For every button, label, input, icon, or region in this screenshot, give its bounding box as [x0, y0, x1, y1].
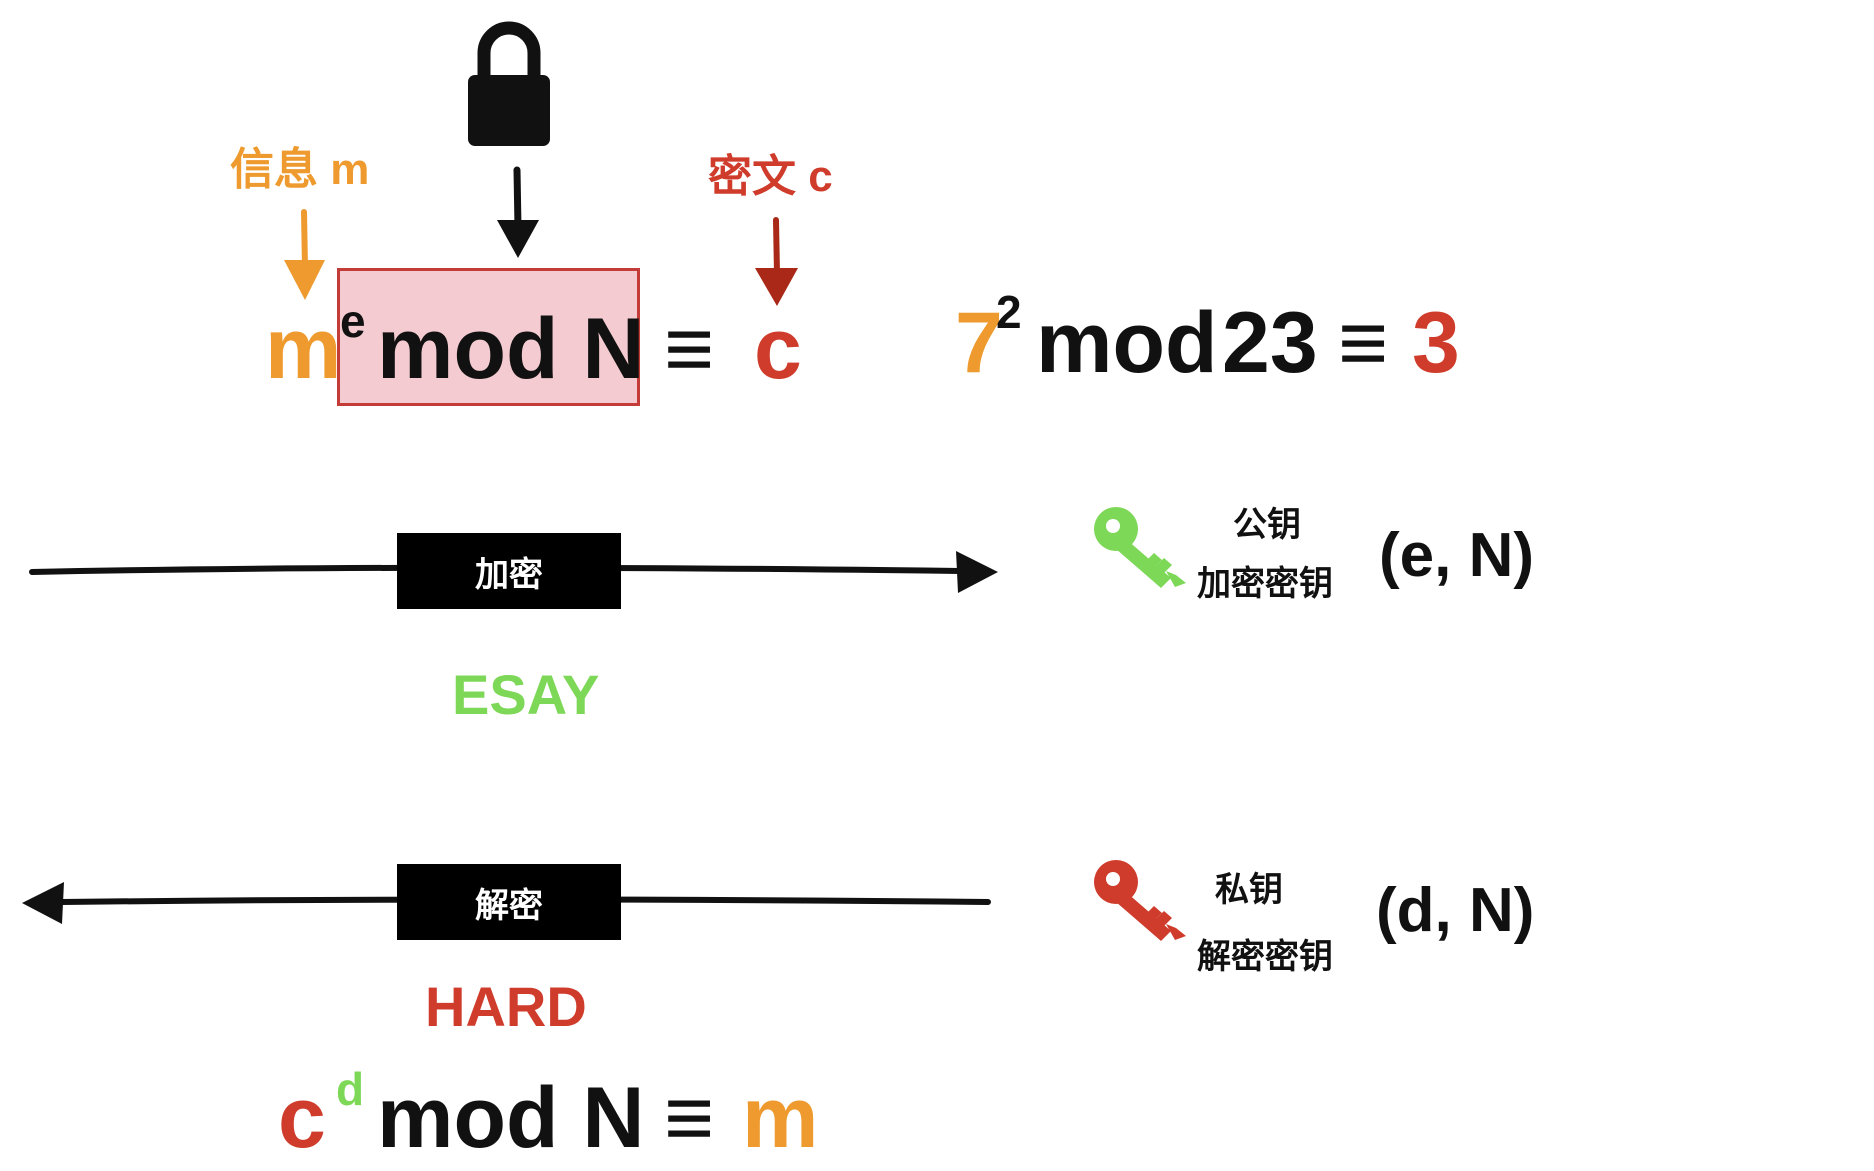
mod-highlight-box: [337, 268, 640, 406]
encrypt-difficulty: ESAY: [452, 663, 600, 726]
decrypt-bar: 解密: [397, 864, 621, 940]
decrypt-formula-mod-n: mod N: [377, 1070, 645, 1166]
key-icon-green: [1094, 507, 1186, 588]
private-key-title: 私钥: [1215, 871, 1283, 909]
lock-arrow: [497, 166, 539, 258]
decrypt-formula-c: c: [278, 1070, 326, 1166]
decrypt-formula-equiv: ≡: [664, 1070, 715, 1166]
public-key-subtitle: 加密密钥: [1197, 565, 1333, 603]
example-result: 3: [1412, 295, 1460, 391]
cipher-label: 密文 c: [708, 152, 833, 201]
example-equiv: ≡: [1338, 295, 1389, 391]
message-label: 信息 m: [230, 145, 370, 194]
example-exponent: 2: [996, 286, 1022, 338]
private-key-pair: (d, N): [1376, 876, 1535, 945]
decrypt-difficulty: HARD: [425, 975, 587, 1038]
formula-e: e: [340, 295, 366, 347]
formula-mod-n: mod N: [377, 301, 645, 397]
example-base: 7: [955, 295, 1003, 391]
public-key-pair: (e, N): [1379, 521, 1534, 590]
decrypt-formula-d: d: [336, 1063, 365, 1115]
decrypt-bar-label: 解密: [475, 886, 543, 925]
cipher-arrow: [755, 217, 798, 306]
encrypt-bar-label: 加密: [475, 555, 543, 594]
message-arrow: [284, 209, 325, 300]
key-icon-red: [1094, 860, 1186, 941]
lock-icon: [468, 21, 550, 146]
private-key-subtitle: 解密密钥: [1197, 938, 1333, 976]
formula-m: m: [265, 301, 342, 397]
encrypt-bar: 加密: [397, 533, 621, 609]
formula-c: c: [754, 301, 802, 397]
formula-equiv: ≡: [664, 301, 715, 397]
public-key-title: 公钥: [1233, 506, 1301, 544]
decrypt-formula-m: m: [742, 1070, 819, 1166]
example-modulus: 23: [1222, 295, 1318, 391]
example-mod: mod: [1036, 295, 1218, 391]
